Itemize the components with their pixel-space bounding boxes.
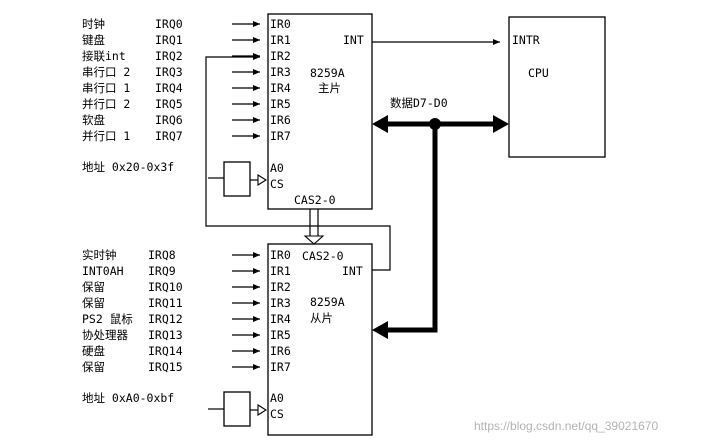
slave-irq-label: IRQ14 [148, 344, 183, 358]
data-bus-label: 数据D7-D0 [390, 96, 448, 110]
data-bus-slave-arrow [372, 321, 388, 339]
master-pin-label: IR7 [270, 129, 291, 143]
master-cas-label: CAS2-0 [294, 193, 336, 207]
slave-device-label: 实时钟 [82, 248, 117, 262]
slave-a0-label: A0 [270, 391, 284, 405]
slave-device-label: 保留 [82, 280, 105, 294]
cascade-bus-arrow [303, 235, 325, 245]
slave-pin-label: IR2 [270, 280, 291, 294]
slave-pin-label: IR1 [270, 264, 291, 278]
master-pin-label: IR1 [270, 33, 291, 47]
slave-address-label: 地址 0xA0-0xbf [82, 391, 174, 405]
cpu-box [508, 16, 606, 158]
master-device-label: 时钟 [82, 17, 105, 31]
slave-device-label: 保留 [82, 296, 105, 310]
slave-pin-label: IR6 [270, 344, 291, 358]
master-irq-label: IRQ5 [155, 97, 183, 111]
cascade-bus [303, 209, 325, 245]
master-decoder-box [223, 161, 251, 197]
master-irq-label: IRQ2 [155, 49, 183, 63]
slave-chip-box [267, 243, 373, 436]
slave-cs-label: CS [270, 407, 284, 421]
slave-pin-label: IR7 [270, 360, 291, 374]
slave-irq-label: IRQ10 [148, 280, 183, 294]
master-irq-label: IRQ1 [155, 33, 183, 47]
cpu-block: INTR CPU [508, 16, 606, 158]
slave-irq-label: IRQ8 [148, 248, 176, 262]
slave-device-label: 硬盘 [82, 344, 105, 358]
slave-cas-label: CAS2-0 [302, 249, 344, 263]
slave-irq-label: IRQ13 [148, 328, 183, 342]
slave-address-decoder: 地址 0xA0-0xbf [82, 391, 268, 427]
master-device-label: 并行口 2 [82, 97, 130, 111]
master-pin-label: IR4 [270, 81, 291, 95]
master-irq-label: IRQ3 [155, 65, 183, 79]
slave-irq-label: IRQ11 [148, 296, 183, 310]
slave-pin-label: IR5 [270, 328, 291, 342]
master-chip-label: 8259A [310, 66, 345, 80]
data-bus-master-arrow [372, 115, 388, 133]
data-bus-slave-branch [388, 124, 438, 333]
slave-int-label: INT [342, 264, 363, 278]
slave-device-label: 保留 [82, 360, 105, 374]
master-int-label: INT [343, 33, 364, 47]
watermark: https://blog.csdn.net/qq_39021670 [474, 419, 658, 433]
slave-decoder-output-arrow [257, 404, 268, 416]
slave-device-label: PS2 鼠标 [82, 312, 133, 326]
slave-pin-label: IR4 [270, 312, 291, 326]
master-irq-label: IRQ0 [155, 17, 183, 31]
master-cs-label: CS [270, 177, 284, 191]
data-bus: 数据D7-D0 [372, 96, 509, 339]
cpu-label: CPU [528, 66, 549, 80]
master-pin-label: IR5 [270, 97, 291, 111]
slave-decoder-box [223, 391, 251, 427]
master-device-label: 接联int [82, 49, 126, 63]
master-device-label: 串行口 2 [82, 65, 130, 79]
master-device-label: 并行口 1 [82, 129, 130, 143]
slave-irq-label: IRQ12 [148, 312, 183, 326]
slave-int-to-master-ir2-line [205, 54, 391, 271]
master-pin-label: IR0 [270, 17, 291, 31]
master-pin-label: IR3 [270, 65, 291, 79]
slave-device-label: 协处理器 [82, 328, 128, 342]
master-irq-label: IRQ6 [155, 113, 183, 127]
slave-device-label: INT0AH [82, 264, 124, 278]
slave-chip-label: 8259A [310, 295, 345, 309]
master-device-label: 软盘 [82, 113, 105, 127]
slave-irq-label: IRQ9 [148, 264, 176, 278]
data-bus-cpu-arrow [493, 115, 509, 133]
master-role-label: 主片 [318, 81, 341, 95]
master-device-label: 键盘 [82, 33, 105, 47]
master-pin-label: IR2 [270, 49, 291, 63]
master-device-label: 串行口 1 [82, 81, 130, 95]
master-irq-label: IRQ4 [155, 81, 183, 95]
slave-irq-label: IRQ15 [148, 360, 183, 374]
master-a0-label: A0 [270, 161, 284, 175]
slave-pin-label: IR3 [270, 296, 291, 310]
master-address-decoder: 地址 0x20-0x3f [82, 160, 268, 197]
master-decoder-output-arrow [257, 174, 268, 186]
master-irq-label: IRQ7 [155, 129, 183, 143]
cpu-intr-label: INTR [512, 33, 540, 47]
master-chip-box [267, 13, 373, 210]
slave-pin-label: IR0 [270, 248, 291, 262]
master-pin-label: IR6 [270, 113, 291, 127]
slave-role-label: 从片 [310, 311, 333, 325]
master-address-label: 地址 0x20-0x3f [82, 160, 174, 174]
